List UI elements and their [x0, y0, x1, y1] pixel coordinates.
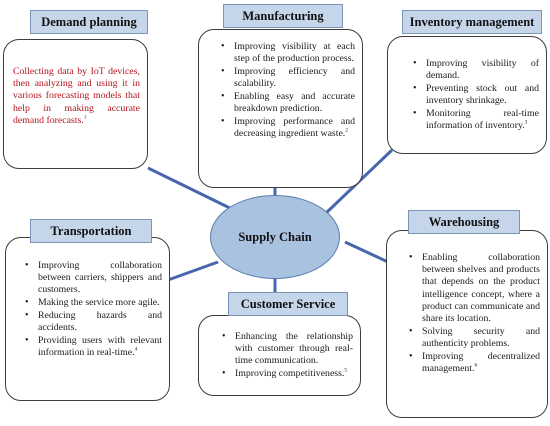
- supply-chain-center: Supply Chain: [210, 195, 340, 279]
- list-item: Improving collaboration between carriers…: [25, 260, 162, 297]
- demand-planning-text: Collecting data by IoT devices, then ana…: [13, 66, 140, 126]
- transportation-label: Transportation: [30, 219, 152, 243]
- list-item: Enabling collaboration between shelves a…: [409, 252, 540, 325]
- list-item: Making the service more agile.: [25, 297, 162, 309]
- manufacturing-list: Improving visibility at each step of the…: [214, 41, 355, 140]
- customer-service-box: Enhancing the relationship with customer…: [198, 315, 361, 396]
- warehousing-label: Warehousing: [408, 210, 520, 234]
- list-item: Improving decentralized management.6: [409, 351, 540, 375]
- list-item: Improving visibility at each step of the…: [221, 41, 355, 65]
- manufacturing-box: Improving visibility at each step of the…: [198, 29, 363, 188]
- transportation-list: Improving collaboration between carriers…: [18, 260, 162, 359]
- list-item: Reducing hazards and accidents.: [25, 310, 162, 334]
- inventory-management-list: Improving visibility of demand. Preventi…: [406, 58, 539, 132]
- list-item: Monitoring real-time information of inve…: [413, 108, 539, 132]
- demand-planning-label: Demand planning: [30, 10, 148, 34]
- inventory-management-box: Improving visibility of demand. Preventi…: [387, 36, 547, 154]
- list-item: Providing users with relevant informatio…: [25, 335, 162, 359]
- demand-planning-box: Collecting data by IoT devices, then ana…: [3, 39, 148, 169]
- connector-transportation: [167, 260, 219, 282]
- transportation-box: Improving collaboration between carriers…: [5, 237, 170, 401]
- list-item: Solving security and authenticity proble…: [409, 326, 540, 350]
- customer-service-list: Enhancing the relationship with customer…: [215, 331, 353, 381]
- list-item: Enhancing the relationship with customer…: [222, 331, 353, 368]
- inventory-management-label: Inventory management: [402, 10, 542, 34]
- warehousing-list: Enabling collaboration between shelves a…: [402, 252, 540, 375]
- customer-service-label: Customer Service: [228, 292, 348, 316]
- list-item: Improving efficiency and scalability.: [221, 66, 355, 90]
- list-item: Improving performance and decreasing ing…: [221, 116, 355, 140]
- connector-warehousing: [344, 240, 389, 264]
- list-item: Preventing stock out and inventory shrin…: [413, 83, 539, 107]
- supply-chain-label: Supply Chain: [238, 229, 312, 244]
- manufacturing-label: Manufacturing: [223, 4, 343, 28]
- list-item: Improving competitiveness.5: [222, 368, 353, 380]
- warehousing-box: Enabling collaboration between shelves a…: [386, 230, 548, 418]
- list-item: Improving visibility of demand.: [413, 58, 539, 82]
- list-item: Enabling easy and accurate breakdown pre…: [221, 91, 355, 115]
- connector-demand-planning: [147, 166, 239, 214]
